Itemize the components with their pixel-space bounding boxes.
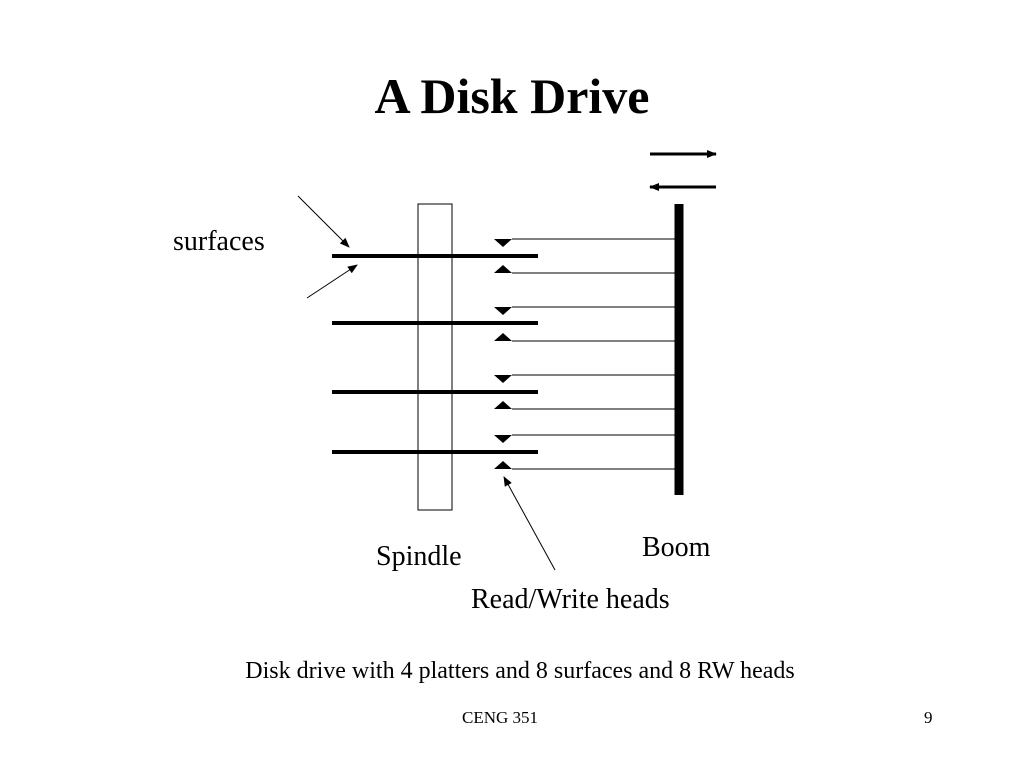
spindle [417,203,453,511]
rw-heads-pointer-arrow [503,476,556,571]
rw-head-2 [494,265,512,273]
boom-label: Boom [642,532,711,563]
surfaces-top-pointer-arrow [297,195,350,248]
footer-course: CENG 351 [462,708,539,727]
surfaces-bottom-pointer-arrow [306,264,358,299]
rw-head-3 [494,307,512,315]
page-number: 9 [924,708,933,727]
rw-head-4 [494,333,512,341]
read-write-heads-label: Read/Write heads [471,584,670,615]
rw-head-5 [494,375,512,383]
rw-head-7 [494,435,512,443]
rw-head-1 [494,239,512,247]
rw-head-6 [494,401,512,409]
slide-caption: Disk drive with 4 platters and 8 surface… [245,658,795,684]
surfaces-label: surfaces [173,226,265,257]
spindle-label: Spindle [376,541,462,572]
slide-title: A Disk Drive [374,68,650,124]
rw-head-8 [494,461,512,469]
